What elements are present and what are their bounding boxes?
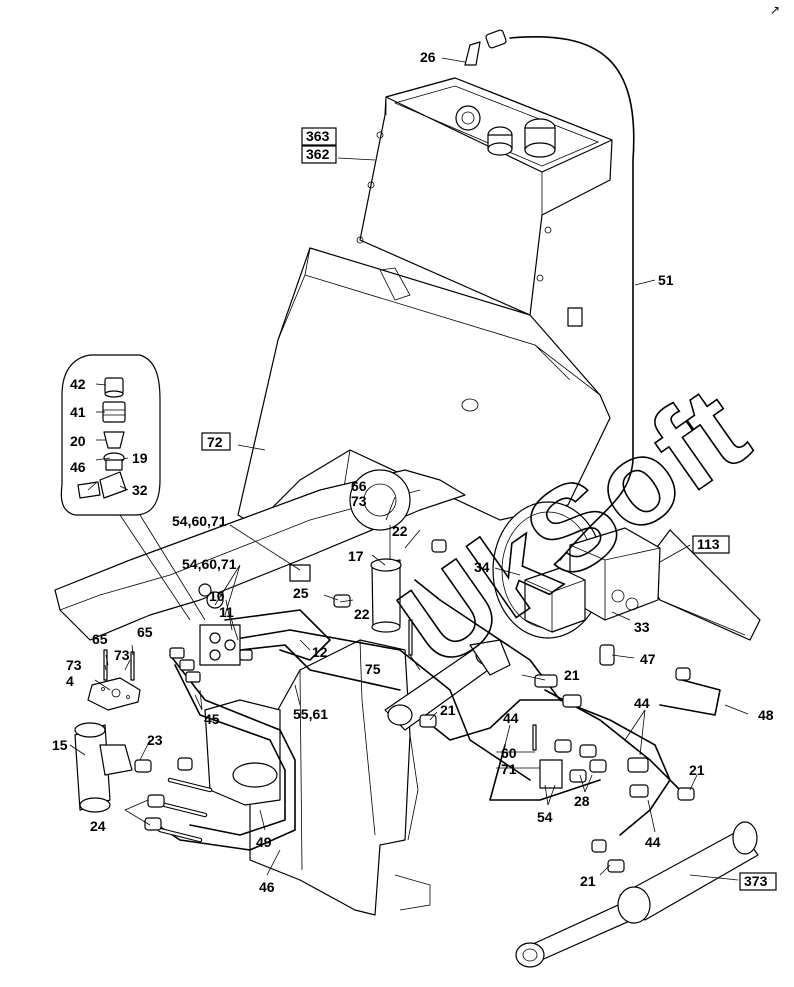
callout-55-61: 55,61 xyxy=(293,706,328,722)
callout-363: 363 xyxy=(306,128,330,144)
boxed-labels xyxy=(201,127,777,891)
callout-10: 10 xyxy=(209,588,225,604)
callout-4: 4 xyxy=(66,673,74,689)
label-box-113 xyxy=(692,535,730,554)
hydraulic-tank xyxy=(356,77,613,327)
label-box-363 xyxy=(301,127,337,146)
callout-17: 17 xyxy=(348,548,364,564)
callout-22-lower: 22 xyxy=(354,606,370,622)
callout-11: 11 xyxy=(219,604,234,620)
lift-cylinder xyxy=(515,821,759,968)
callout-15: 15 xyxy=(52,737,68,753)
callout-28: 28 xyxy=(574,793,590,809)
callout-21-bottom: 21 xyxy=(580,873,596,889)
callout-362: 362 xyxy=(306,146,330,162)
callout-19: 19 xyxy=(132,450,148,466)
filter-assembly xyxy=(349,469,411,633)
callout-49: 49 xyxy=(256,834,272,850)
callout-21-mid: 21 xyxy=(440,702,456,718)
callout-26: 26 xyxy=(420,49,436,65)
callout-51: 51 xyxy=(658,272,674,288)
callout-41: 41 xyxy=(70,404,86,420)
callout-22-upper: 22 xyxy=(392,523,408,539)
callout-373: 373 xyxy=(744,873,768,889)
callout-73-left: 73 xyxy=(66,657,82,673)
label-box-362 xyxy=(301,145,337,164)
callout-24: 24 xyxy=(90,818,106,834)
callout-65-right: 65 xyxy=(137,624,153,640)
valve-block xyxy=(492,501,661,639)
callout-44-bottom: 44 xyxy=(645,834,661,850)
callout-44-mid: 44 xyxy=(503,710,519,726)
detail-balloon xyxy=(60,354,206,621)
callout-42: 42 xyxy=(70,376,86,392)
callout-45: 45 xyxy=(204,711,220,727)
callout-46-bottom: 46 xyxy=(259,879,275,895)
callout-25: 25 xyxy=(293,585,309,601)
callout-33: 33 xyxy=(634,619,650,635)
leader-lines xyxy=(69,57,749,881)
callout-44-right: 44 xyxy=(634,695,650,711)
callout-73-filter: 73 xyxy=(351,493,367,509)
callout-66: 66 xyxy=(351,478,367,494)
callout-21-upper: 21 xyxy=(564,667,580,683)
callout-54-60-71-upper: 54,60,71 xyxy=(172,513,227,529)
callout-47: 47 xyxy=(640,651,656,667)
hoses xyxy=(149,36,721,851)
callout-75: 75 xyxy=(365,661,381,677)
callout-54-60-71-lower: 54,60,71 xyxy=(182,556,237,572)
callout-21-right: 21 xyxy=(689,762,705,778)
label-box-373 xyxy=(739,872,777,891)
callout-labels: 26 363 362 51 42 41 20 19 46 32 72 66 73… xyxy=(52,49,774,895)
callout-46-detail: 46 xyxy=(70,459,86,475)
callout-48: 48 xyxy=(758,707,774,723)
callout-54-bottom: 54 xyxy=(537,809,553,825)
callout-71: 71 xyxy=(501,761,517,777)
callout-32: 32 xyxy=(132,482,148,498)
callout-60: 60 xyxy=(501,745,517,761)
callout-65-left: 65 xyxy=(92,631,108,647)
callout-72: 72 xyxy=(207,434,223,450)
callout-23: 23 xyxy=(147,732,163,748)
corner-mark: ↗ xyxy=(770,3,780,17)
label-box-72 xyxy=(201,432,231,451)
callout-34: 34 xyxy=(474,559,490,575)
callout-73-right: 73 xyxy=(114,647,130,663)
fittings xyxy=(103,29,695,873)
callout-113: 113 xyxy=(697,536,720,552)
callout-12: 12 xyxy=(312,644,328,660)
callout-20: 20 xyxy=(70,433,86,449)
